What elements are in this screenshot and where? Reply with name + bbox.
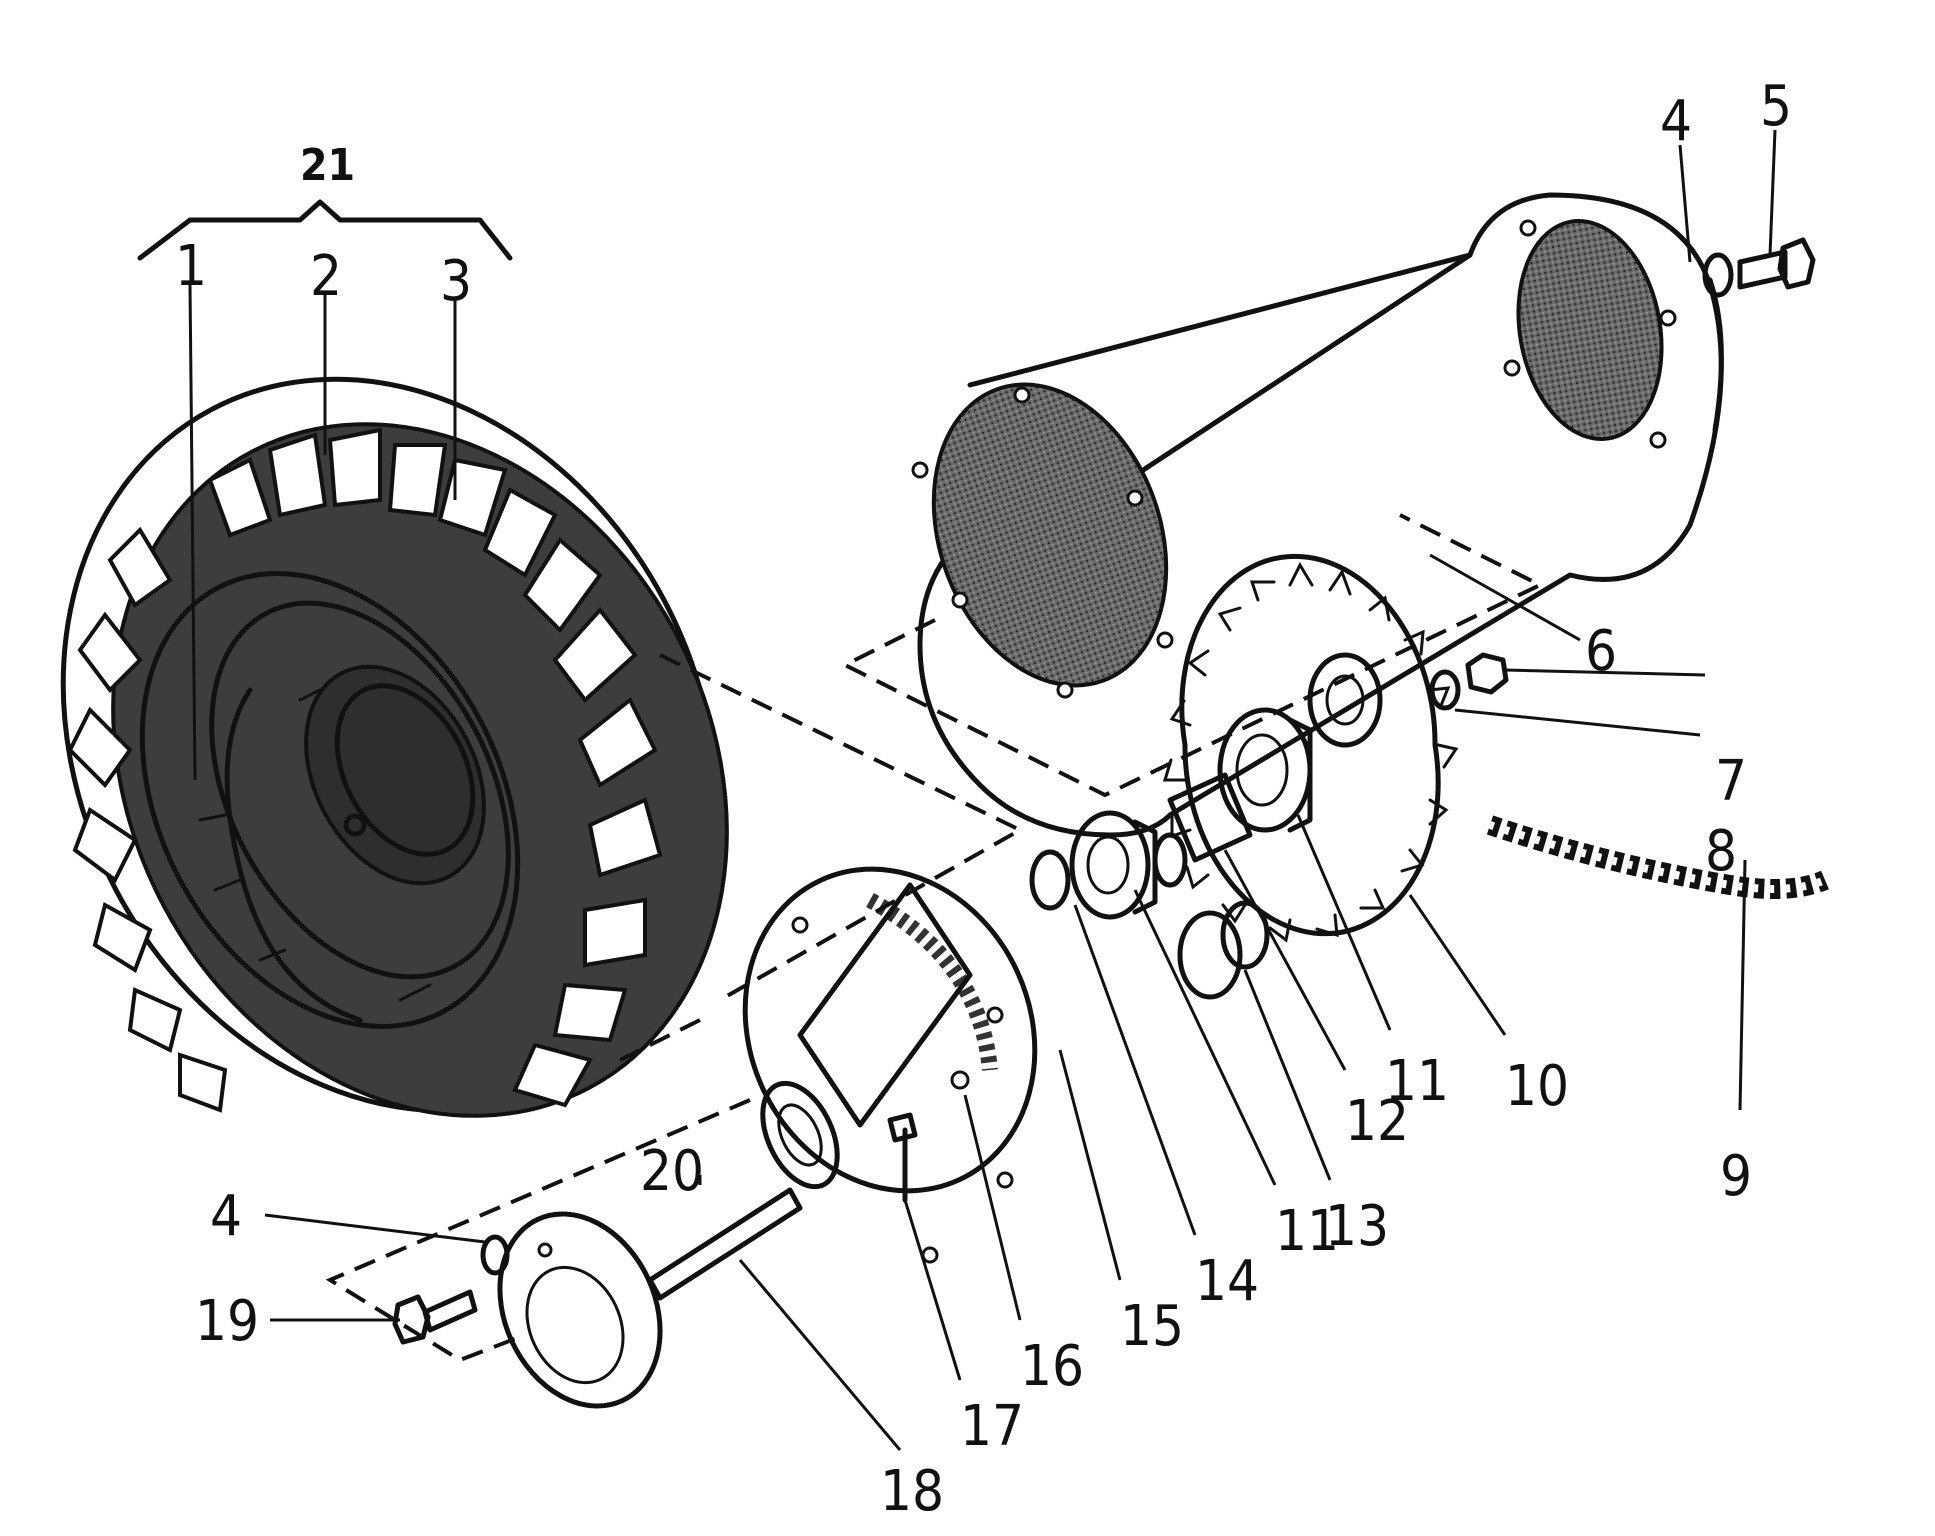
label-part-5: 5 (1760, 74, 1792, 139)
label-part-4-bottom: 4 (210, 1184, 242, 1249)
label-part-6: 6 (1585, 619, 1617, 684)
label-part-15: 15 (1120, 1294, 1184, 1359)
label-assembly-21: 21 (300, 140, 355, 191)
hub-flange (742, 866, 1038, 1264)
chain-part-9 (1486, 815, 1829, 899)
label-part-11-upper: 11 (1385, 1049, 1449, 1114)
bolt-and-washer-bottom (392, 1234, 510, 1345)
bearing-group (1029, 707, 1313, 1000)
assembly-bracket-21 (137, 199, 513, 261)
label-part-14: 14 (1195, 1249, 1259, 1314)
label-part-13: 13 (1325, 1194, 1389, 1259)
label-part-4-top: 4 (1660, 89, 1692, 154)
leader-lines (188, 129, 1777, 1451)
label-part-2: 2 (310, 244, 342, 309)
label-part-20: 20 (640, 1139, 704, 1204)
label-part-17: 17 (960, 1394, 1024, 1459)
tire-assembly (60, 376, 729, 1118)
part-labels: 21 1 2 3 4 5 6 7 8 9 10 11 12 11 13 14 1… (175, 74, 1792, 1524)
axle-housing-part-6 (911, 192, 1724, 838)
label-part-3: 3 (440, 249, 472, 314)
label-part-16: 16 (1020, 1334, 1084, 1399)
label-part-12: 12 (1345, 1089, 1409, 1154)
assembly-dashed-lines (325, 513, 1545, 1363)
shaft-and-cap (497, 1187, 803, 1409)
label-part-8: 8 (1705, 819, 1737, 884)
label-part-10: 10 (1505, 1054, 1569, 1119)
bolt-and-washer-top (1702, 237, 1816, 298)
label-part-9: 9 (1720, 1144, 1752, 1209)
label-part-1: 1 (175, 234, 207, 299)
nut-and-washer (1429, 652, 1509, 711)
label-part-11-lower: 11 (1275, 1199, 1339, 1264)
label-part-7: 7 (1715, 749, 1747, 814)
label-part-19: 19 (195, 1289, 259, 1354)
label-part-18: 18 (880, 1459, 944, 1524)
